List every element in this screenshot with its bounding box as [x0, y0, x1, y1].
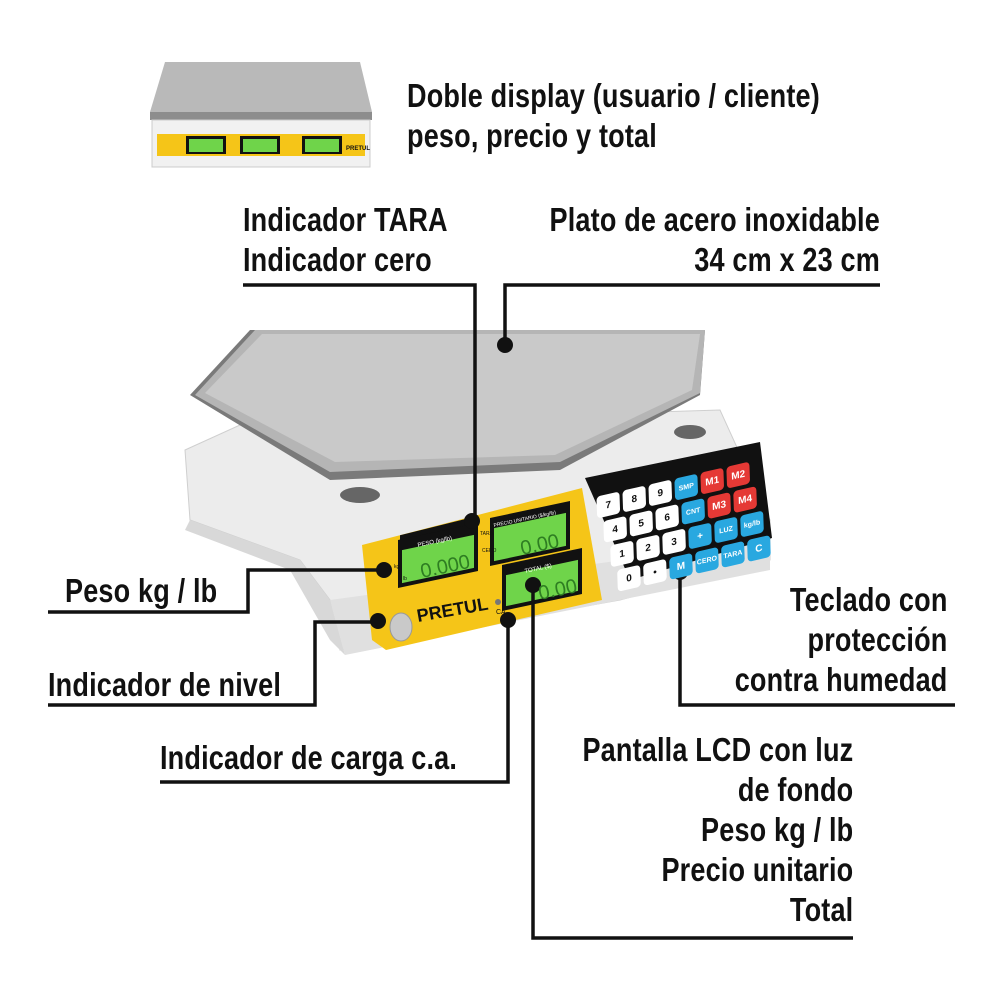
key-4: M1	[700, 467, 725, 495]
callout-double-display: Doble display (usuario / cliente)peso, p…	[407, 77, 820, 154]
key-19: •	[643, 558, 667, 586]
callout-lines	[48, 283, 955, 940]
key-11: M4	[733, 486, 757, 514]
key-10: M3	[707, 492, 732, 520]
key-18: 0	[617, 564, 641, 592]
key-12: 1	[610, 540, 634, 568]
callout-charge: Indicador de carga c.a.	[160, 739, 458, 776]
key-7: 5	[629, 509, 654, 537]
key-5: M2	[726, 461, 751, 489]
key-9: CNT	[681, 497, 706, 526]
key-20: M	[669, 552, 693, 580]
key-21: CERO	[695, 546, 719, 574]
key-16: LUZ	[714, 516, 738, 544]
key-14: 3	[662, 528, 686, 556]
lb-indicator: lb	[403, 576, 407, 582]
ca-led	[495, 599, 501, 605]
key-13: 2	[636, 534, 660, 562]
callout-weight-unit: Peso kg / lb	[65, 572, 218, 609]
total-lcd-label: TOTAL ($)	[524, 563, 552, 575]
ca-label: CA	[496, 609, 506, 616]
level-bubble	[389, 612, 413, 642]
key-2: 9	[648, 479, 673, 507]
tara-indicator: TARA	[480, 531, 494, 537]
key-0: 7	[596, 491, 621, 519]
key-15: +	[688, 522, 712, 550]
callout-level: Indicador de nivel	[48, 666, 282, 703]
key-6: 4	[603, 515, 628, 543]
front-view-scale: PRETUL	[150, 62, 372, 168]
key-1: 8	[622, 485, 647, 513]
key-22: TARA	[721, 540, 745, 568]
front-brand: PRETUL	[346, 146, 370, 152]
key-8: 6	[655, 503, 680, 532]
kg-indicator: kg	[394, 564, 400, 570]
cero-indicator: CERO	[482, 548, 497, 554]
key-3: SMP	[674, 473, 699, 501]
